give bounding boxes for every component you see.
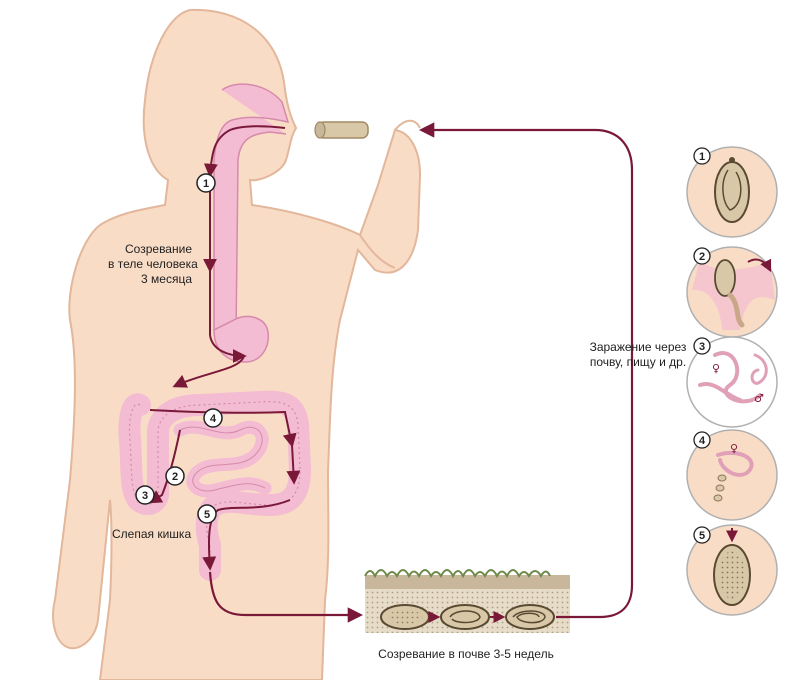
- detail-panel-2: 2: [686, 246, 778, 338]
- food-item: [314, 121, 369, 139]
- step-1-number: 1: [203, 178, 209, 190]
- detail-panel-1: 1: [686, 146, 778, 238]
- label-maturation-human-line-2: в теле человека: [108, 257, 198, 271]
- label-infection-line-1: Заражение через: [589, 340, 687, 354]
- label-infection: Заражение через почву, пищу и др.: [582, 340, 694, 370]
- male-symbol-icon: ♂: [754, 392, 764, 405]
- excretion-path: [208, 571, 364, 623]
- label-maturation-human-line-3: 3 месяца: [141, 272, 192, 286]
- label-infection-line-2: почву, пищу и др.: [589, 355, 687, 369]
- label-maturation-human-line-1: Созревание: [125, 242, 192, 256]
- detail-panel-5: 5: [686, 524, 778, 616]
- step-markers: 1 2 3 4 5: [135, 173, 223, 524]
- step-3-number: 3: [142, 490, 148, 502]
- detail-4-number: 4: [699, 435, 706, 447]
- step-4-number: 4: [210, 413, 217, 425]
- label-maturation-human: Созревание в теле человека 3 месяца: [108, 242, 198, 287]
- detail-panel-3: ♀ ♂ 3: [686, 336, 778, 428]
- label-maturation-soil: Созревание в почве 3-5 недель: [378, 647, 554, 661]
- infection-path: [418, 122, 634, 619]
- larva-migration-path: [147, 125, 301, 571]
- label-cecum: Слепая кишка: [112, 527, 192, 541]
- detail-panels: 1 2 ♀ ♂ 3: [686, 146, 778, 616]
- step-2-number: 2: [172, 471, 178, 483]
- detail-1-number: 1: [699, 151, 705, 163]
- soil-eggs: [380, 604, 555, 630]
- detail-2-number: 2: [699, 251, 705, 263]
- step-5-number: 5: [204, 509, 210, 521]
- detail-panel-4: ♀ 4: [686, 429, 778, 521]
- soil-egg-3: [505, 604, 555, 630]
- soil-egg-2: [440, 604, 490, 630]
- detail-5-number: 5: [699, 530, 705, 542]
- detail-3-number: 3: [699, 341, 705, 353]
- female-symbol-icon: ♀: [730, 442, 738, 455]
- female-symbol-icon: ♀: [712, 362, 720, 375]
- digestive-tract: [118, 83, 311, 581]
